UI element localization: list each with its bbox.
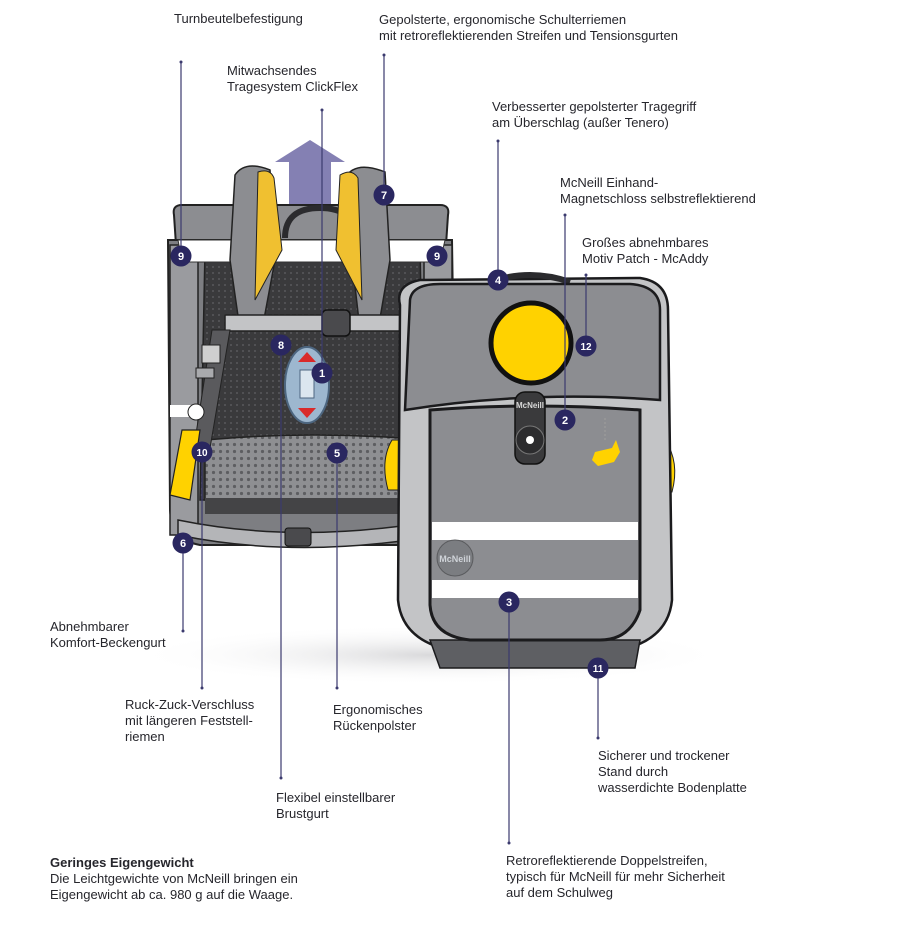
callout-bubble-8: 8	[270, 334, 292, 356]
callout-bubble-9: 9	[170, 245, 192, 267]
weight-info-line-1: Die Leichtgewichte von McNeill bringen e…	[50, 871, 298, 886]
callout-line-end-3	[507, 841, 511, 845]
mcaddy-pendant-icon	[592, 418, 620, 466]
callout-line-end-1	[320, 108, 324, 112]
callout-bubble-9: 9	[426, 245, 448, 267]
callout-line-end-5	[335, 686, 339, 690]
callout-number-9: 9	[178, 251, 184, 263]
callout-number-12: 12	[580, 342, 592, 353]
callout-number-3: 3	[506, 597, 512, 609]
callout-line-end-2	[563, 213, 567, 217]
callout-line-end-6	[181, 629, 185, 633]
brand-logo-badge: McNeill	[436, 539, 474, 577]
callout-label-8: Flexibel einstellbarer Brustgurt	[276, 790, 396, 821]
callout-number-9: 9	[434, 251, 440, 263]
callout-line-end-10	[200, 686, 204, 690]
callout-label-5: Ergonomisches Rückenpolster	[333, 702, 423, 733]
callout-label-3: Retroreflektierende Doppelstreifen, typi…	[506, 853, 725, 900]
motif-patch	[488, 300, 574, 386]
callout-label-12: Großes abnehmbares Motiv Patch - McAddy	[582, 235, 709, 266]
callout-label-2: McNeill Einhand- Magnetschloss selbstref…	[560, 175, 756, 206]
callout-number-6: 6	[180, 538, 186, 550]
callout-number-2: 2	[562, 415, 568, 427]
callout-bubble-7: 7	[373, 184, 395, 206]
callout-number-5: 5	[334, 448, 340, 460]
callout-number-8: 8	[278, 340, 284, 352]
brand-logo-text: McNeill	[439, 554, 471, 564]
callout-bubble-10: 10	[191, 441, 213, 463]
callout-label-6: Abnehmbarer Komfort-Beckengurt	[50, 619, 166, 650]
callout-bubble-3: 3	[498, 591, 520, 613]
callout-number-10: 10	[196, 448, 208, 459]
weight-info-line-2: Eigengewicht ab ca. 980 g auf die Waage.	[50, 887, 294, 902]
callout-bubble-2: 2	[554, 409, 576, 431]
callout-line-end-12	[584, 273, 588, 277]
callout-number-1: 1	[319, 368, 325, 380]
callout-label-7: Gepolsterte, ergonomische Schulterriemen…	[379, 12, 678, 43]
callout-bubble-5: 5	[326, 442, 348, 464]
callout-line-end-4	[496, 139, 500, 143]
callout-bubble-12: 12	[575, 335, 597, 357]
callout-number-4: 4	[495, 275, 502, 287]
lock-logo-text: McNeill	[516, 401, 544, 410]
callout-label-4: Verbesserter gepolsterter Tragegriff am …	[492, 99, 697, 130]
callout-bubble-1: 1	[311, 362, 333, 384]
callout-bubble-4: 4	[487, 269, 509, 291]
callout-line-end-7	[382, 53, 386, 57]
callout-label-1: Mitwachsendes Tragesystem ClickFlex	[227, 63, 358, 94]
callout-number-7: 7	[381, 190, 387, 202]
callout-bubble-11: 11	[587, 657, 609, 679]
callout-line-end-9	[179, 60, 183, 64]
callout-label-9: Turnbeutelbefestigung	[174, 11, 303, 26]
callout-line-end-8	[279, 776, 283, 780]
backpack-front-view: McNeill McNeill	[384, 272, 676, 669]
callout-bubble-6: 6	[172, 532, 194, 554]
callout-number-11: 11	[593, 664, 604, 675]
callout-line-end-11	[596, 736, 600, 740]
callout-label-11: Sicherer und trockener Stand durch wasse…	[598, 748, 747, 795]
callout-label-10: Ruck-Zuck-Verschluss mit längeren Festst…	[125, 697, 255, 744]
weight-info-title: Geringes Eigengewicht	[50, 855, 194, 870]
magnetic-lock: McNeill	[514, 391, 546, 465]
weight-info: Geringes Eigengewicht Die Leichtgewichte…	[50, 855, 298, 903]
